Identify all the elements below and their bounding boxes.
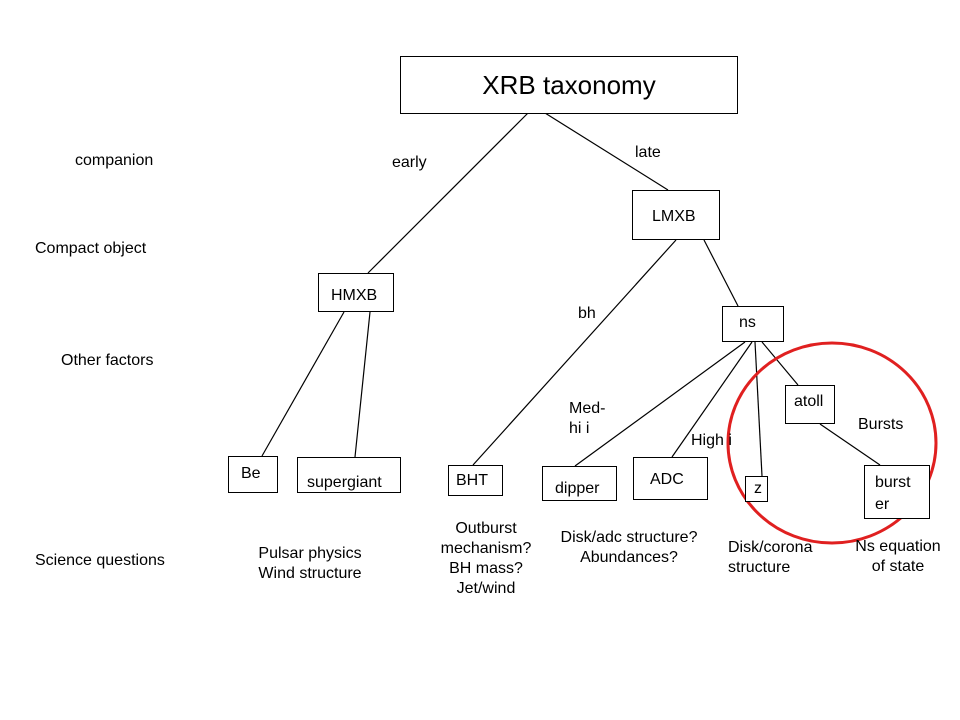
node-ns-label: ns: [739, 314, 756, 331]
title-text: XRB taxonomy: [482, 69, 656, 100]
question-hmxb: Pulsar physics Wind structure: [258, 545, 362, 582]
question-z: Disk/corona structure: [728, 539, 813, 576]
edge-label-med-hi-i: Med- hi i: [569, 400, 606, 437]
edge-ns-adc: [671, 341, 753, 458]
edge-hmxb-supergiant: [354, 311, 371, 458]
row-label-other-factors: Other factors: [61, 352, 154, 369]
edge-root-hmxb: [367, 112, 529, 274]
edge-label-late: late: [635, 144, 661, 161]
node-adc: ADC: [633, 457, 708, 500]
node-lmxb-label: LMXB: [652, 208, 696, 225]
node-bht: BHT: [448, 465, 503, 496]
node-hmxb-label: HMXB: [331, 287, 378, 304]
highlight-circle: [726, 341, 938, 545]
node-z-label: z: [754, 480, 762, 497]
node-ns: ns: [722, 306, 784, 342]
edge-ns-z: [754, 341, 763, 477]
node-hmxb: HMXB: [318, 273, 394, 312]
node-bht-label: BHT: [456, 472, 488, 489]
node-lmxb: LMXB: [632, 190, 720, 240]
node-atoll-label: atoll: [794, 393, 824, 410]
node-dipper: dipper: [542, 466, 617, 501]
row-label-companion: companion: [75, 152, 154, 169]
question-dipper-adc: Disk/adc structure? Abundances?: [560, 529, 698, 566]
node-supergiant-label: supergiant: [307, 474, 382, 491]
edge-atoll-burster: [819, 423, 881, 466]
edge-label-bh: bh: [578, 305, 596, 322]
node-burster-label: burst er: [875, 474, 911, 513]
node-atoll: atoll: [785, 385, 835, 424]
question-bht: Outburst mechanism? BH mass? Jet/wind: [440, 520, 532, 597]
node-adc-label: ADC: [650, 471, 684, 488]
edge-hmxb-be: [261, 311, 345, 457]
edge-label-early: early: [392, 154, 427, 171]
node-be: Be: [228, 456, 278, 493]
row-label-compact-object: Compact object: [35, 240, 147, 257]
row-label-science-questions: Science questions: [35, 552, 165, 569]
node-dipper-label: dipper: [555, 480, 600, 497]
edge-label-bursts: Bursts: [858, 416, 904, 433]
node-z: z: [745, 476, 768, 502]
edge-lmxb-ns: [703, 239, 739, 307]
edge-label-high-i: High i: [691, 432, 732, 449]
node-be-label: Be: [241, 465, 261, 482]
edge-ns-dipper: [574, 341, 746, 467]
edge-ns-atoll: [761, 341, 799, 386]
node-burster: burst er: [864, 465, 930, 519]
edge-root-lmxb: [544, 112, 669, 191]
edge-lmxb-bht: [472, 239, 677, 466]
question-burster: Ns equation of state: [855, 538, 941, 575]
title-box: XRB taxonomy: [400, 56, 738, 114]
node-supergiant: supergiant: [297, 457, 401, 493]
